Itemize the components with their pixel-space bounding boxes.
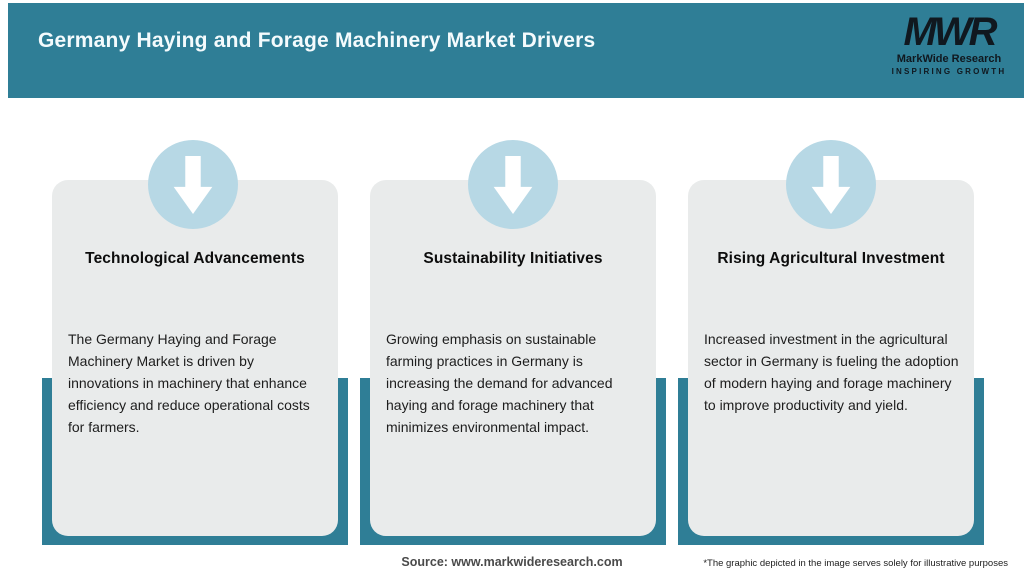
arrow-down-icon [786,140,876,229]
logo-company-name: MarkWide Research [896,53,1002,65]
arrow-down-icon [468,140,558,229]
source-text: Source: www.markwideresearch.com [401,555,623,569]
logo-mwr-icon: MWR [903,10,998,54]
disclaimer-text: *The graphic depicted in the image serve… [703,558,1008,569]
driver-card-technological-advancements: Technological Advancements The Germany H… [52,180,338,536]
card-title: Sustainability Initiatives [423,250,603,267]
brand-logo: MWR MarkWide Research INSPIRING GROWTH [884,11,1014,77]
card-title: Technological Advancements [85,250,305,267]
card-title: Rising Agricultural Investment [717,250,945,267]
arrow-down-icon [148,140,238,229]
driver-card-sustainability-initiatives: Sustainability Initiatives Growing empha… [370,180,656,536]
page-title: Germany Haying and Forage Machinery Mark… [38,29,596,52]
header-band: Germany Haying and Forage Machinery Mark… [8,3,1024,98]
driver-card-rising-agricultural-investment: Rising Agricultural Investment Increased… [688,180,974,536]
logo-tagline: INSPIRING GROWTH [891,67,1007,76]
card-body: Growing emphasis on sustainable farming … [386,331,613,435]
card-body: Increased investment in the agricultural… [704,331,959,413]
card-body: The Germany Haying and Forage Machinery … [68,331,310,435]
